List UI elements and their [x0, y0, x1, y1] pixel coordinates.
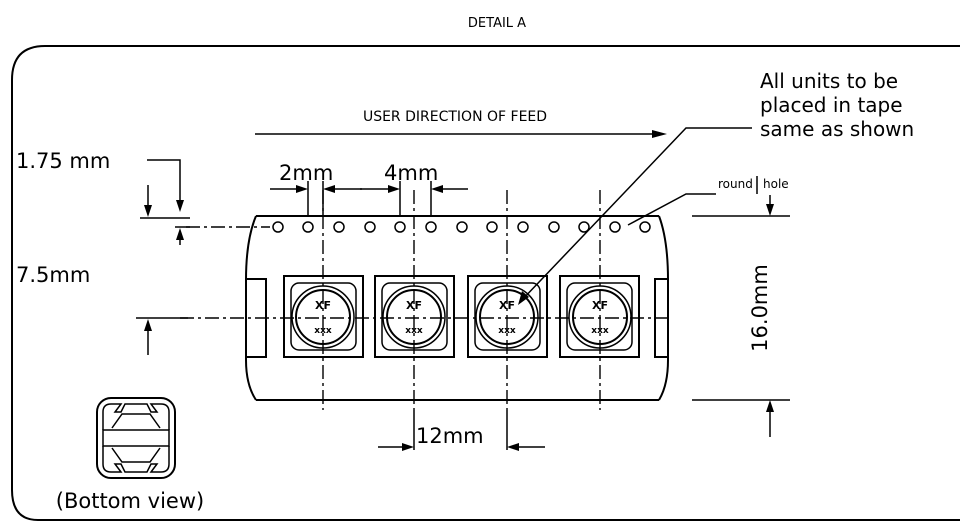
part-marking-xf: XF — [499, 299, 515, 312]
detail-frame — [11, 45, 960, 521]
dim-4mm: 4mm — [384, 161, 438, 185]
placement-note-line-3: same as shown — [760, 117, 914, 141]
part-marking-xxx: xxx — [405, 326, 423, 336]
round-hole-label: round — [718, 177, 753, 191]
part-marking-xxx: xxx — [314, 326, 332, 336]
hole-label: hole — [763, 177, 789, 191]
sprocket-holes — [272, 221, 651, 233]
bottom-view-part — [96, 397, 176, 479]
dim-1-75mm: 1.75 mm — [16, 149, 110, 173]
placement-note-line-2: placed in tape — [760, 93, 903, 117]
dim-7-5mm: 7.5mm — [16, 263, 90, 287]
dim-2mm: 2mm — [279, 161, 333, 185]
dim-12mm: 12mm — [416, 424, 484, 448]
bottom-view-label: (Bottom view) — [56, 489, 204, 513]
detail-title: DETAIL A — [468, 16, 526, 31]
placement-note-line-1: All units to be — [760, 69, 898, 93]
dim-16mm: 16.0mm — [748, 264, 772, 352]
part-marking-xf: XF — [406, 299, 422, 312]
part-marking-xxx: xxx — [591, 326, 609, 336]
part-marking-xf: XF — [315, 299, 331, 312]
vertical-centerlines — [322, 190, 601, 410]
feed-direction-label: USER DIRECTION OF FEED — [363, 109, 547, 125]
part-marking-xxx: xxx — [498, 326, 516, 336]
part-marking-xf: XF — [592, 299, 608, 312]
